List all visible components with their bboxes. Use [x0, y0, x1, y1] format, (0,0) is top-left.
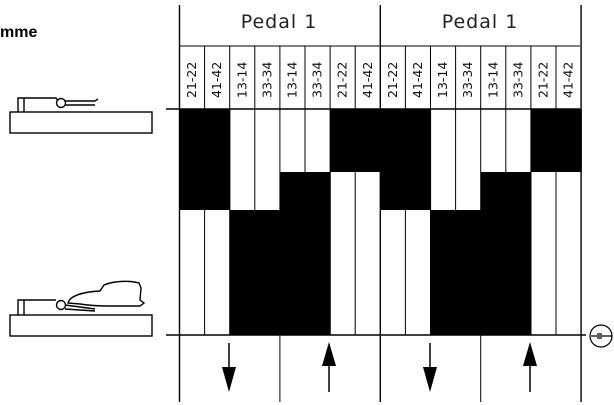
contact-label: 21-22	[385, 62, 400, 98]
state-bar	[355, 109, 381, 172]
contact-label: 33-34	[460, 62, 475, 98]
state-bar	[530, 109, 557, 172]
state-bar	[305, 172, 331, 335]
contact-label: 13-14	[234, 62, 249, 98]
contact-label: 33-34	[510, 62, 525, 98]
state-bar	[330, 109, 356, 172]
state-bar	[254, 210, 281, 335]
pedal-pressed-icon	[9, 280, 153, 337]
state-bar	[505, 172, 532, 335]
state-bar	[229, 210, 256, 335]
contact-label: 13-14	[435, 62, 450, 98]
connection-symbol-icon	[589, 324, 613, 348]
pedal-released-icon	[9, 97, 153, 134]
state-bar	[279, 172, 306, 335]
state-bar	[405, 109, 432, 210]
contact-label: 41-42	[209, 62, 224, 98]
state-bar	[455, 210, 482, 335]
contact-label: 13-14	[284, 62, 299, 98]
state-bar	[179, 109, 206, 210]
state-bar	[480, 172, 507, 335]
state-bars	[179, 109, 582, 335]
state-bar	[380, 109, 406, 210]
contact-label: 41-42	[410, 62, 425, 98]
down-arrow-icon	[423, 343, 437, 392]
contact-label: 41-42	[360, 62, 375, 98]
title-fragment: mme	[0, 24, 37, 41]
contact-label: 41-42	[561, 62, 576, 98]
pedal-header-2: Pedal 1	[442, 11, 519, 33]
contact-label: 21-22	[335, 62, 350, 98]
contact-label: 33-34	[310, 62, 325, 98]
contact-labels: 21-22 41-42 13-14 33-34 13-14 33-34 21-22 41-42…	[184, 62, 576, 98]
state-bar	[556, 109, 582, 172]
state-bar	[204, 109, 231, 210]
contact-label: 21-22	[184, 62, 199, 98]
pedal-header-1: Pedal 1	[241, 11, 318, 33]
up-arrow-icon	[322, 342, 336, 392]
state-bar	[430, 210, 457, 335]
contact-label: 33-34	[259, 62, 274, 98]
up-arrow-icon	[523, 342, 537, 392]
contact-label: 21-22	[535, 62, 550, 98]
down-arrow-icon	[222, 343, 236, 392]
contact-label: 13-14	[485, 62, 500, 98]
column-grid	[178, 5, 582, 402]
